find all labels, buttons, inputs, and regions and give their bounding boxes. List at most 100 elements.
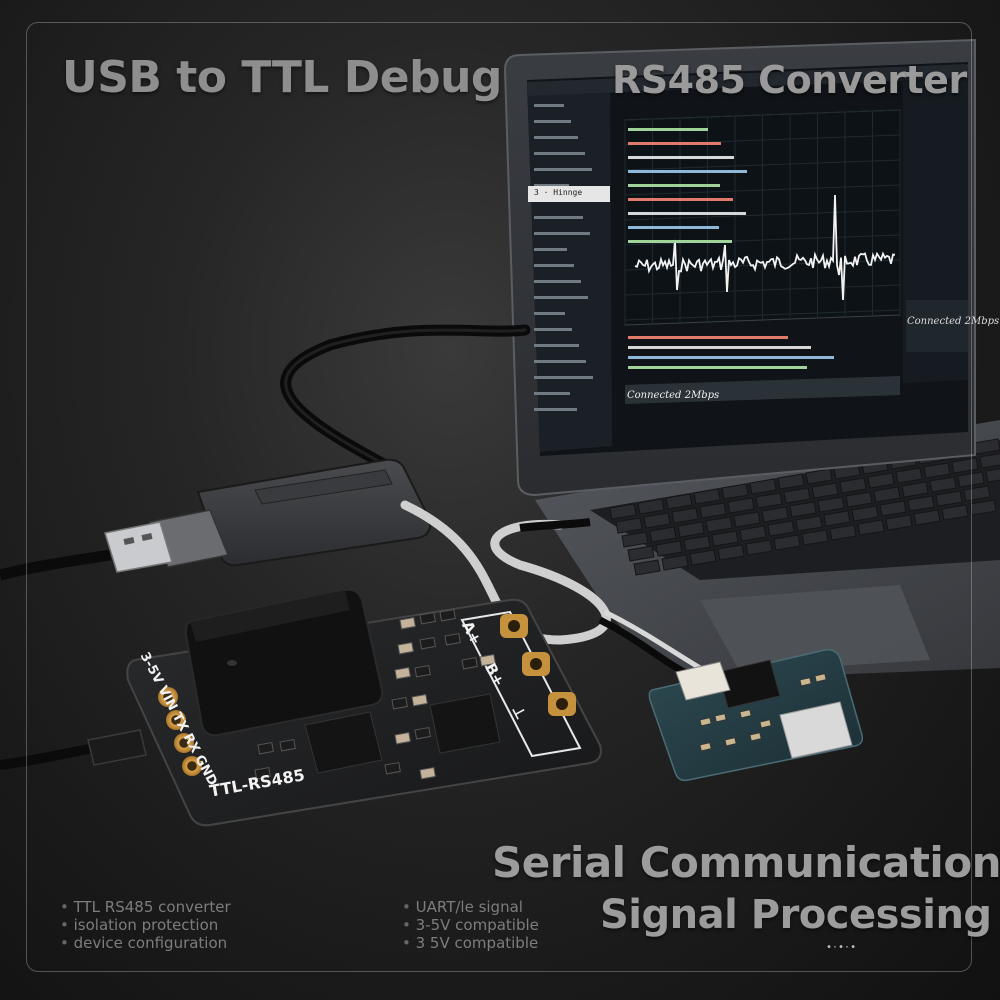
keyboard-key bbox=[683, 535, 711, 552]
keyboard-key bbox=[609, 503, 637, 520]
sidebar-row bbox=[534, 136, 578, 139]
log-line bbox=[628, 336, 788, 339]
smd-component bbox=[814, 673, 827, 683]
sidebar-rows bbox=[534, 104, 593, 411]
sidebar-row bbox=[534, 344, 579, 347]
sidebar-row bbox=[534, 248, 567, 251]
smd-component bbox=[419, 636, 436, 650]
keyboard-key bbox=[957, 471, 985, 488]
keyboard-key bbox=[867, 472, 895, 489]
keyboard-key bbox=[895, 467, 923, 484]
smd-component bbox=[799, 677, 812, 687]
sidebar-row bbox=[534, 376, 593, 379]
sidebar-row bbox=[534, 216, 583, 219]
ic-chip-1 bbox=[304, 711, 383, 774]
keyboard-key bbox=[627, 545, 655, 562]
grid-line bbox=[624, 184, 901, 196]
keyboard-key bbox=[717, 544, 745, 561]
smd-component bbox=[699, 742, 712, 752]
smd-component bbox=[714, 713, 727, 723]
feature-list-left: TTL RS485 converter isolation protection… bbox=[60, 898, 231, 952]
feature-item: isolation protection bbox=[60, 916, 231, 934]
keyboard-key bbox=[777, 473, 805, 490]
keyboard-key bbox=[699, 502, 727, 519]
keyboard-key bbox=[749, 478, 777, 495]
sidebar-row bbox=[534, 120, 571, 123]
module-header bbox=[779, 701, 853, 759]
keyboard-key bbox=[649, 526, 677, 543]
sidebar-row bbox=[534, 392, 570, 395]
smd-component bbox=[414, 726, 431, 740]
black-cable-to-laptop bbox=[519, 518, 591, 532]
keyboard-key bbox=[823, 510, 851, 527]
sidebar-row bbox=[534, 408, 577, 411]
keyboard-key bbox=[941, 504, 969, 521]
log-line bbox=[628, 170, 747, 173]
keyboard-key bbox=[689, 549, 717, 566]
keyboard-key bbox=[633, 559, 661, 576]
grid-line bbox=[624, 209, 901, 221]
smd-component bbox=[749, 732, 762, 742]
keyboard-key bbox=[873, 486, 901, 503]
keyboard-key bbox=[851, 505, 879, 522]
grid-line bbox=[624, 109, 901, 121]
smd-component bbox=[461, 656, 478, 670]
smd-component bbox=[419, 611, 436, 625]
keyboard-key bbox=[907, 495, 935, 512]
keyboard-key bbox=[711, 530, 739, 547]
keyboard-key bbox=[913, 509, 941, 526]
keyboard-key bbox=[637, 498, 665, 515]
smd-component bbox=[699, 717, 712, 727]
keyboard-key bbox=[661, 554, 689, 571]
sidebar-row bbox=[534, 296, 588, 299]
keyboard-key bbox=[677, 521, 705, 538]
keyboard-key bbox=[655, 540, 683, 557]
feature-item: 3-5V compatible bbox=[402, 916, 539, 934]
smd-component bbox=[444, 632, 461, 646]
keyboard-key bbox=[745, 539, 773, 556]
log-line bbox=[628, 128, 708, 131]
smd-component bbox=[411, 693, 428, 707]
grid-line bbox=[624, 234, 901, 246]
app-toolbar bbox=[527, 64, 968, 96]
log-line bbox=[628, 156, 734, 159]
grid-line bbox=[624, 159, 901, 171]
keyboard-key bbox=[615, 517, 643, 534]
grid-line bbox=[624, 284, 901, 296]
keyboard-key bbox=[693, 488, 721, 505]
sidebar-row bbox=[534, 104, 564, 107]
keyboard-key bbox=[773, 534, 801, 551]
keyboard-key bbox=[727, 497, 755, 514]
keyboard-key bbox=[665, 493, 693, 510]
keyboard-key bbox=[783, 487, 811, 504]
watermark: •·•·• bbox=[826, 942, 857, 953]
keyboard-key bbox=[929, 476, 957, 493]
module-connector bbox=[675, 661, 731, 701]
keyboard-key bbox=[801, 529, 829, 546]
laptop-trackpad bbox=[700, 585, 930, 672]
headline-serial-communication: Serial Communication bbox=[492, 838, 1000, 887]
left-pin-pads bbox=[158, 687, 202, 776]
smd-component bbox=[739, 709, 752, 719]
keyboard-key bbox=[643, 512, 671, 529]
sidebar-row bbox=[534, 168, 592, 171]
keyboard-key bbox=[755, 492, 783, 509]
keyboard-key bbox=[789, 501, 817, 518]
keyboard-key bbox=[839, 477, 867, 494]
smd-component bbox=[759, 719, 772, 729]
keyboard-key bbox=[811, 482, 839, 499]
log-line bbox=[628, 198, 733, 201]
keyboard-key bbox=[767, 520, 795, 537]
sidebar-row bbox=[534, 312, 565, 315]
log-line bbox=[628, 226, 719, 229]
smd-component bbox=[394, 666, 411, 680]
log-line bbox=[628, 346, 811, 349]
side-status bbox=[906, 300, 968, 352]
usb-plug-metal bbox=[104, 521, 173, 573]
keyboard-key bbox=[829, 524, 857, 541]
smd-component bbox=[399, 616, 416, 630]
keyboard-key bbox=[969, 499, 997, 516]
keyboard-key bbox=[857, 519, 885, 536]
right-terminal-pads bbox=[500, 614, 576, 716]
feature-item: UART/le signal bbox=[402, 898, 539, 916]
